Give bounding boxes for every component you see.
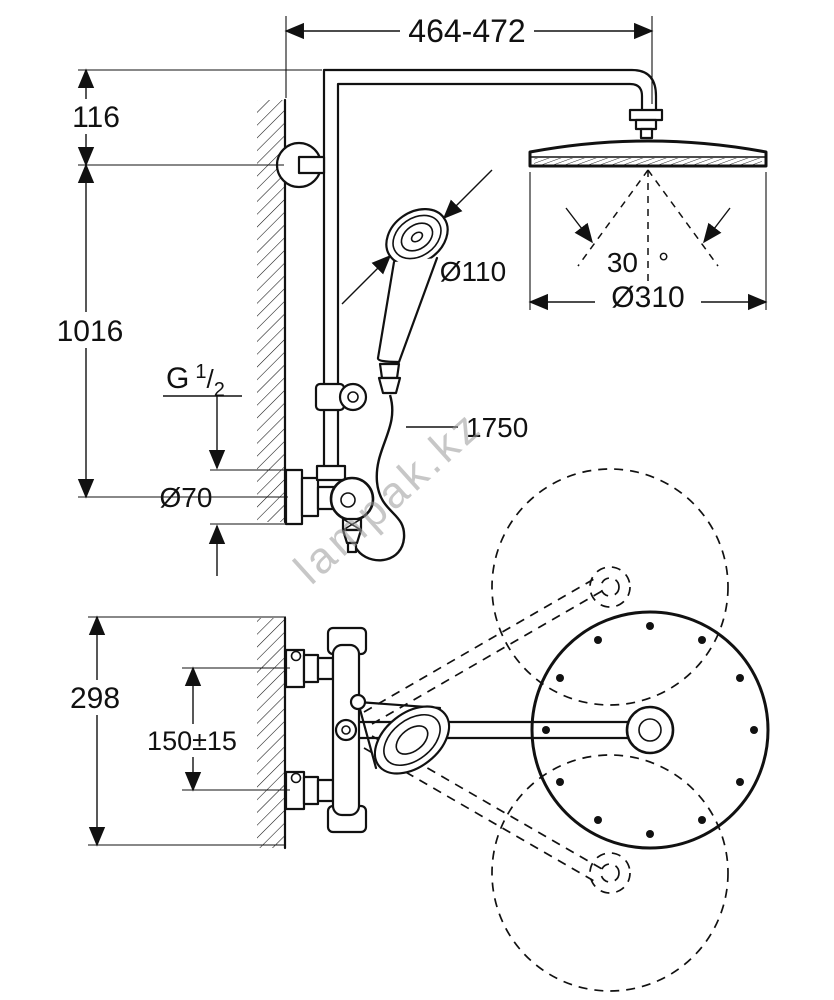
wall-hatch-lower [257, 616, 287, 850]
span-298-label: 298 [70, 682, 120, 715]
angle-value-label: 30 [607, 247, 638, 278]
shower-hose: 1750 [353, 394, 528, 562]
shower-riser-pipe [322, 68, 658, 472]
rain-shower-head-side [528, 108, 768, 168]
nozzle-dots [542, 622, 758, 838]
head-diameter-label: Ø310 [611, 281, 684, 314]
height-1016-label: 1016 [57, 315, 124, 348]
plan-hand-shower [349, 693, 451, 775]
handshower-diameter-label: Ø110 [440, 256, 506, 287]
dimension-head-dia-310: Ø310 [528, 172, 768, 315]
spray-angle-30: 30 ° [565, 169, 731, 288]
rail-slider-holder [314, 382, 368, 412]
dimension-handshower-dia-110: Ø110 [341, 169, 506, 305]
dimension-inlet-150: 150±15 [143, 666, 290, 792]
angle-unit-label: ° [658, 247, 669, 278]
hand-shower-side [376, 208, 449, 395]
span-150-label: 150±15 [147, 726, 237, 756]
thermostat-mixer-side [284, 464, 375, 554]
wall-bracket [275, 141, 326, 189]
offset-116-label: 116 [72, 101, 120, 134]
plan-swivel-range [363, 468, 729, 992]
top-span-label: 464-472 [408, 13, 525, 49]
dimension-left-column: 116 1016 [52, 68, 322, 499]
dimension-plan-298: 298 [57, 615, 286, 847]
plan-thermostat-body [284, 626, 368, 834]
dimension-top-span: 464-472 [284, 13, 654, 104]
hose-length-label: 1750 [466, 412, 528, 443]
